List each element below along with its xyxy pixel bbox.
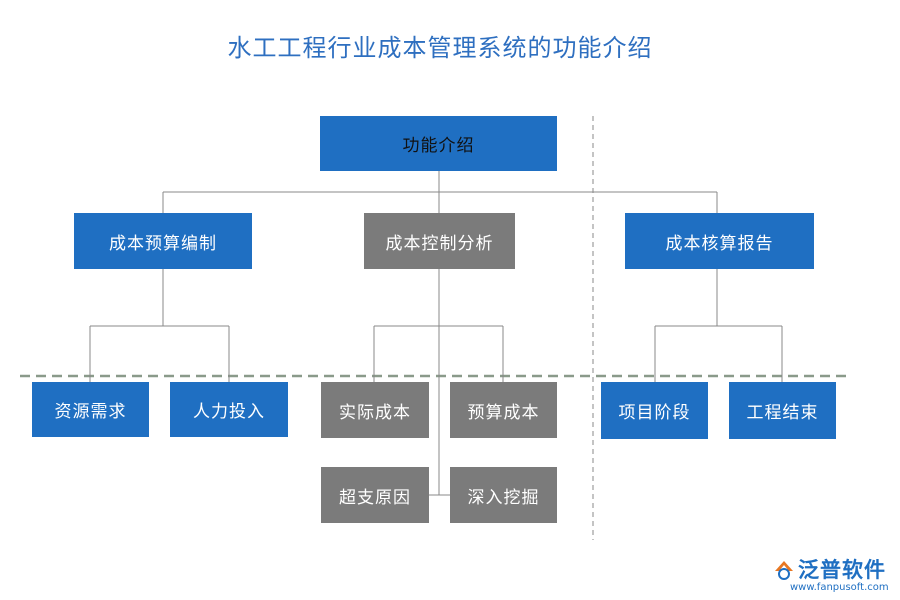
logo-url: www.fanpusoft.com [790,582,889,593]
node-cost-report: 成本核算报告 [625,213,814,269]
node-overrun-reason: 超支原因 [321,467,429,523]
node-project-stage: 项目阶段 [601,382,708,439]
node-cost-control: 成本控制分析 [364,213,515,269]
node-labor-input: 人力投入 [170,382,288,437]
page-title: 水工工程行业成本管理系统的功能介绍 [227,34,653,62]
node-deep-dig: 深入挖掘 [450,467,557,523]
node-resource-demand: 资源需求 [32,382,149,437]
node-project-end: 工程结束 [729,382,836,439]
fanpu-logo-icon [775,561,793,580]
logo-name: 泛普软件 [798,558,886,582]
node-cost-budget: 成本预算编制 [74,213,252,269]
root-node: 功能介绍 [320,116,557,171]
node-actual-cost: 实际成本 [321,382,429,438]
node-budget-cost: 预算成本 [450,382,557,438]
